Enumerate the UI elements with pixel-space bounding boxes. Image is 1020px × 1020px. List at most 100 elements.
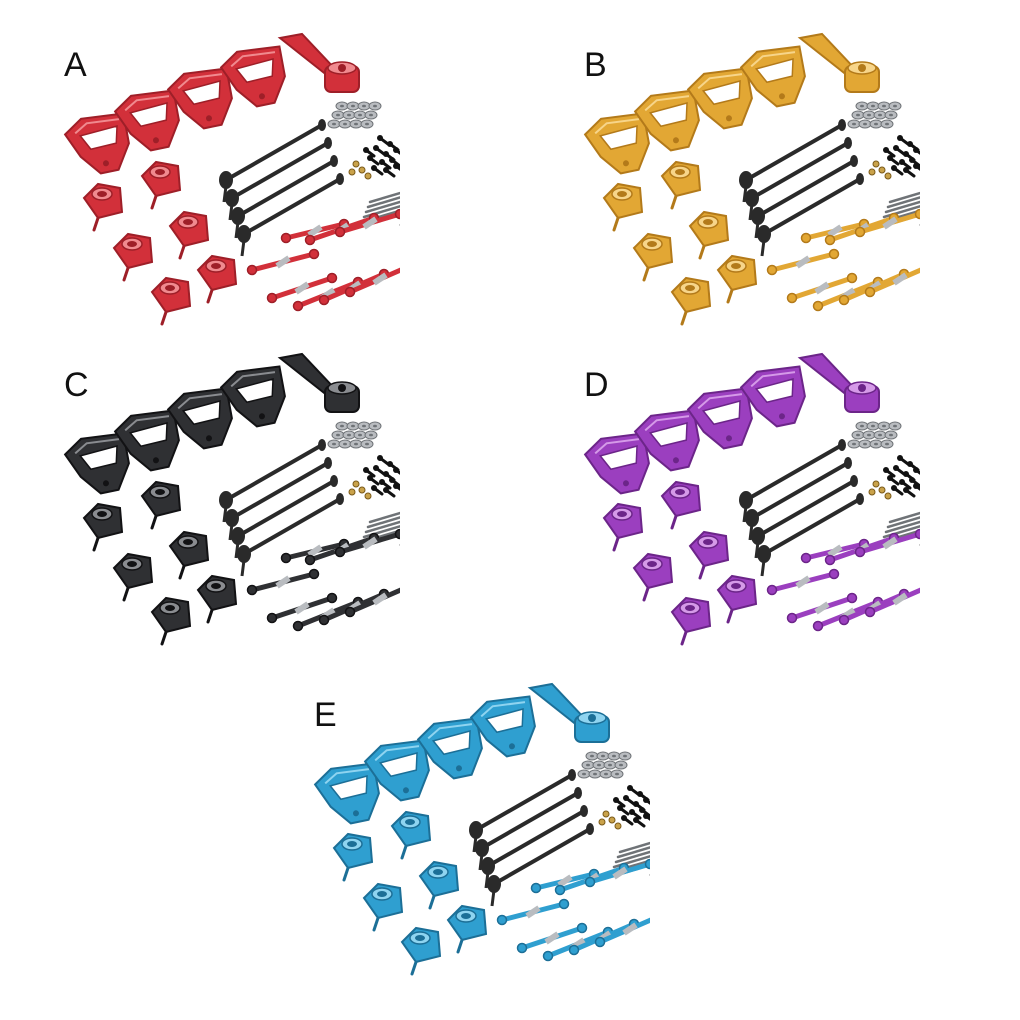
turnbuckle-link: [530, 868, 600, 894]
turnbuckle-link: [516, 922, 588, 954]
steering-knuckle: [196, 574, 238, 624]
servo-saver: [797, 32, 880, 93]
turnbuckle-link: [838, 268, 910, 306]
suspension-arm: [583, 432, 650, 495]
turnbuckle-link: [854, 528, 920, 558]
suspension-arm: [63, 432, 130, 495]
suspension-arm: [166, 387, 233, 450]
drive-shaft: [219, 119, 326, 203]
drive-shaft: [487, 823, 594, 907]
variant-panel-d: D: [560, 350, 920, 690]
suspension-arm: [313, 762, 380, 825]
variant-label: A: [64, 46, 87, 84]
steering-knuckle: [418, 860, 460, 910]
steering-knuckle: [660, 480, 702, 530]
turnbuckle-link: [334, 208, 400, 238]
drive-shaft: [481, 805, 588, 889]
steering-knuckle: [670, 276, 712, 326]
suspension-arm: [469, 695, 536, 758]
screws: [868, 455, 920, 500]
bearings: [847, 101, 902, 129]
suspension-arm: [63, 112, 130, 175]
drive-shaft: [225, 457, 332, 541]
variant-panel-b: B: [560, 30, 920, 370]
drive-shaft: [745, 137, 852, 221]
parts-kit-image: [583, 352, 920, 646]
suspension-arm: [686, 387, 753, 450]
suspension-arm: [633, 89, 700, 152]
suspension-arm: [416, 717, 483, 780]
variant-panel-c: C: [40, 350, 400, 690]
drive-shaft: [231, 155, 338, 239]
screws: [598, 785, 650, 830]
screws: [348, 455, 400, 500]
variant-panel-e: E: [290, 680, 650, 1020]
drive-shaft: [225, 137, 332, 221]
steering-knuckle: [140, 480, 182, 530]
turnbuckle-link: [766, 248, 840, 276]
turnbuckle-link: [246, 568, 320, 596]
turnbuckle-link: [266, 592, 338, 624]
steering-knuckle: [688, 210, 730, 260]
parts-kit-image: [63, 352, 400, 646]
screws: [868, 135, 920, 180]
turnbuckle-link: [496, 898, 570, 926]
turnbuckle-link: [246, 248, 320, 276]
suspension-arm: [739, 365, 806, 428]
turnbuckle-link: [800, 538, 870, 564]
suspension-arm: [686, 67, 753, 130]
bearings: [577, 751, 632, 779]
drive-shaft: [745, 457, 852, 541]
steering-knuckle: [82, 182, 124, 232]
suspension-arm: [583, 112, 650, 175]
steering-knuckle: [150, 276, 192, 326]
turnbuckle-link: [800, 218, 870, 244]
parts-kit-image: [63, 32, 400, 326]
steering-knuckle: [362, 882, 404, 932]
steering-knuckle: [168, 210, 210, 260]
screws: [348, 135, 400, 180]
steering-knuckle: [82, 502, 124, 552]
steering-knuckle: [716, 574, 758, 624]
variant-panel-a: A: [40, 30, 400, 370]
suspension-arm: [219, 365, 286, 428]
steering-knuckle: [332, 832, 374, 882]
turnbuckle-link: [864, 587, 920, 618]
turnbuckle-link: [854, 208, 920, 238]
suspension-arm: [363, 739, 430, 802]
drive-shaft: [237, 173, 344, 257]
variant-label: B: [584, 46, 607, 84]
steering-knuckle: [446, 904, 488, 954]
bearings: [327, 101, 382, 129]
steering-knuckle: [632, 552, 674, 602]
steering-knuckle: [670, 596, 712, 646]
turnbuckle-link: [786, 272, 858, 304]
steering-knuckle: [602, 182, 644, 232]
turnbuckle-link: [334, 528, 400, 558]
variant-label: C: [64, 366, 89, 404]
drive-shaft: [219, 439, 326, 523]
suspension-arm: [219, 45, 286, 108]
bearings: [327, 421, 382, 449]
steering-knuckle: [112, 232, 154, 282]
steering-knuckle: [632, 232, 674, 282]
turnbuckle-link: [344, 587, 400, 618]
steering-knuckle: [140, 160, 182, 210]
turnbuckle-link: [344, 267, 400, 298]
drive-shaft: [469, 769, 576, 853]
steering-knuckle: [168, 530, 210, 580]
servo-saver: [277, 32, 360, 93]
suspension-arm: [739, 45, 806, 108]
servo-saver: [797, 352, 880, 413]
parts-kit-image: [313, 682, 650, 976]
steering-knuckle: [390, 810, 432, 860]
suspension-arm: [113, 89, 180, 152]
turnbuckle-link: [786, 592, 858, 624]
drive-shaft: [237, 493, 344, 577]
suspension-arm: [113, 409, 180, 472]
turnbuckle-link: [864, 267, 920, 298]
drive-shaft: [231, 475, 338, 559]
drive-shaft: [475, 787, 582, 871]
drive-shaft: [757, 173, 864, 257]
turnbuckle-link: [584, 858, 650, 888]
